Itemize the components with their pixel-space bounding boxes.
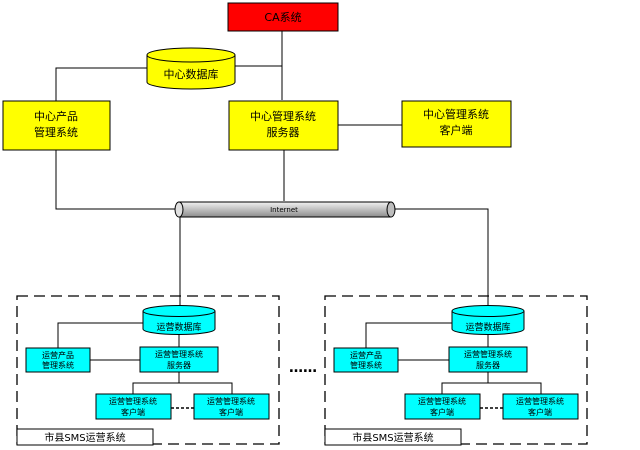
region-left-client-b-label-2: 客户端: [219, 407, 243, 417]
region-left-server-rect: [139, 346, 219, 373]
region-right-database-body: [451, 311, 525, 335]
central-connectors: [55, 31, 489, 307]
central-mgmt-server-rect: [228, 100, 339, 151]
region-left-title-tab: [16, 428, 154, 446]
region-left-server-to-client-a: [132, 372, 180, 394]
central-database-body: [146, 55, 236, 90]
region-right-database-label: 运营数据库: [465, 321, 510, 333]
ca-system-label: CA系统: [264, 11, 301, 24]
region-right: 运营数据库 运营产品 管理系统 运营管理系统 服务器 运营管理系统 客户端 运营…: [324, 295, 588, 446]
region-left-product-label-2: 管理系统: [42, 360, 74, 370]
region-right-title-tab: [324, 428, 462, 446]
region-right-connectors: [365, 322, 542, 409]
central-mgmt-client-box: 中心管理系统 客户端: [401, 100, 512, 148]
central-product-system-label-1: 中心产品: [34, 109, 78, 123]
central-database: 中心数据库: [146, 47, 236, 90]
internet-to-region-right-line: [394, 208, 489, 307]
region-left-client-a-rect: [95, 393, 172, 420]
product-to-db-line: [55, 67, 147, 101]
product-to-internet-line: [55, 150, 176, 210]
central-mgmt-server-label-1: 中心管理系统: [250, 109, 316, 123]
central-product-system-rect: [2, 100, 111, 151]
region-right-client-a-label-1: 运营管理系统: [418, 396, 466, 406]
region-right-client-b-rect: [502, 393, 579, 420]
central-database-top: [146, 47, 236, 63]
central-mgmt-client-rect: [401, 100, 512, 148]
internet-pipe: Internet: [174, 201, 396, 218]
region-right-product-rect: [333, 347, 399, 373]
region-left-client-b-rect: [193, 393, 270, 420]
region-right-title: 市县SMS运营系统: [352, 431, 433, 444]
region-left-client-a-label-2: 客户端: [121, 407, 145, 417]
region-left-product-to-db: [57, 322, 143, 348]
central-mgmt-server-label-2: 服务器: [267, 126, 300, 139]
central-database-label: 中心数据库: [164, 67, 219, 81]
ca-system-box: CA系统: [227, 2, 339, 32]
region-left-database-top: [142, 305, 216, 317]
central-mgmt-server-box: 中心管理系统 服务器: [228, 100, 339, 151]
region-right-product-to-db: [365, 322, 452, 348]
region-right-server-rect: [448, 346, 528, 373]
region-right-product-label-1: 运营产品: [350, 350, 382, 360]
region-left: 运营数据库 运营产品 管理系统 运营管理系统 服务器 运营管理系统 客户端 运营…: [16, 295, 280, 446]
region-right-server-to-client-a: [441, 372, 489, 394]
region-right-client-b-label-2: 客户端: [528, 407, 552, 417]
region-left-database-body: [142, 311, 216, 335]
internet-pipe-end-left: [174, 201, 184, 218]
region-left-database-label: 运营数据库: [156, 321, 201, 333]
more-regions-ellipsis: ……: [289, 360, 317, 376]
region-left-client-b-label-1: 运营管理系统: [207, 396, 255, 406]
region-right-database-top: [451, 305, 525, 317]
internet-label: Internet: [270, 206, 298, 214]
region-right-server-to-client-b: [488, 382, 542, 394]
region-right-client-a-label-2: 客户端: [430, 407, 454, 417]
region-right-server-label-1: 运营管理系统: [464, 349, 512, 359]
region-left-product-rect: [25, 347, 91, 373]
region-left-server-label-2: 服务器: [167, 360, 191, 370]
region-right-server-label-2: 服务器: [476, 360, 500, 370]
region-right-product-label-2: 管理系统: [350, 360, 382, 370]
central-product-system-box: 中心产品 管理系统: [2, 100, 111, 151]
region-left-connectors: [57, 322, 233, 409]
region-left-title: 市县SMS运营系统: [44, 431, 125, 444]
region-right-client-a-rect: [404, 393, 481, 420]
ca-system-rect: [227, 2, 339, 32]
central-product-system-label-2: 管理系统: [34, 125, 78, 139]
internet-pipe-end-right: [386, 201, 396, 218]
region-left-product-label-1: 运营产品: [42, 350, 74, 360]
region-right-client-b-label-1: 运营管理系统: [516, 396, 564, 406]
region-left-server-to-client-b: [179, 382, 233, 394]
central-mgmt-client-label-1: 中心管理系统: [423, 107, 489, 121]
central-mgmt-client-label-2: 客户端: [440, 123, 473, 137]
region-left-server-label-1: 运营管理系统: [155, 349, 203, 359]
region-left-client-a-label-1: 运营管理系统: [109, 396, 157, 406]
